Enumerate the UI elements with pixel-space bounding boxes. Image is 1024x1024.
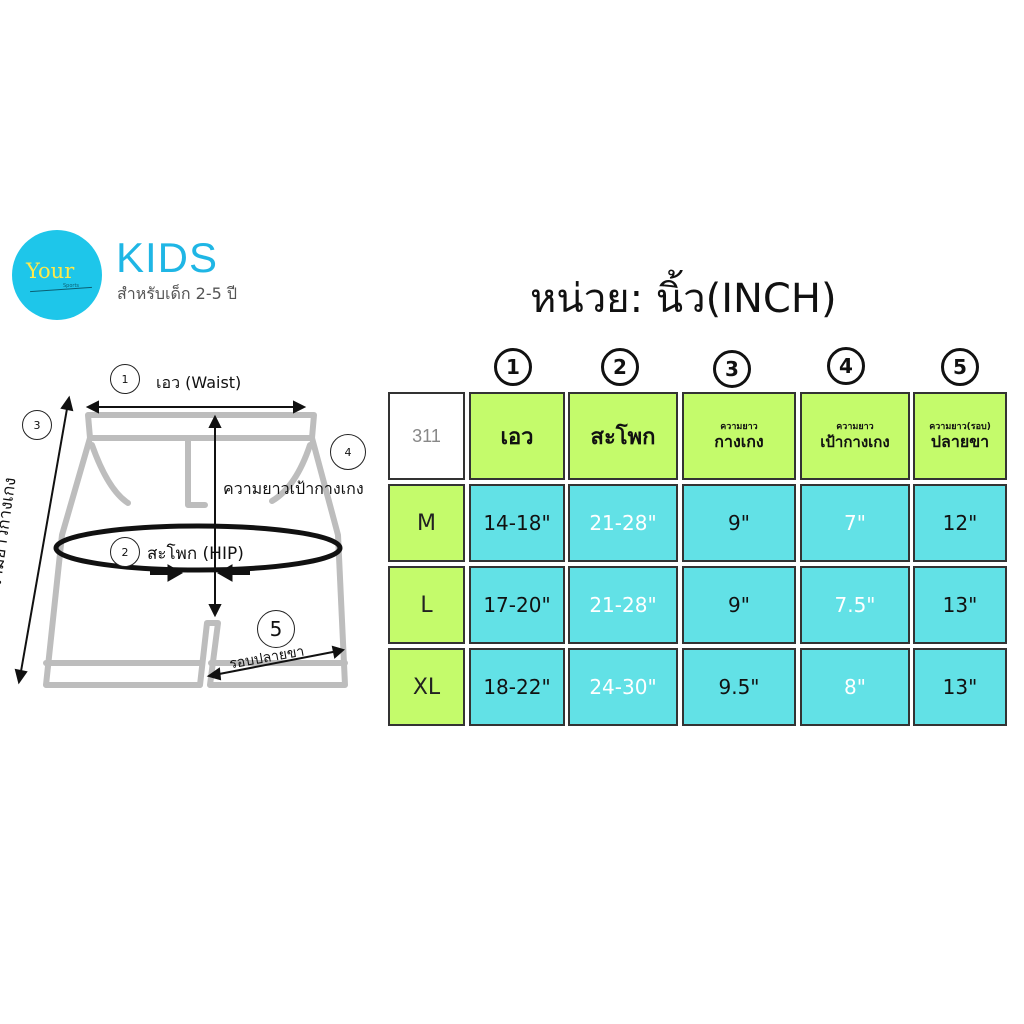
table-cell: 9"	[682, 566, 796, 644]
table-cell: 12"	[913, 484, 1007, 562]
column-number-2: 2	[601, 348, 639, 386]
table-cell: 24-30"	[568, 648, 678, 726]
header-leg-label: ปลายขา	[930, 431, 990, 451]
shorts-diagram	[14, 395, 348, 688]
cell-value: 13"	[942, 593, 978, 617]
brand-logo	[12, 230, 102, 320]
column-number-5: 5	[941, 348, 979, 386]
length-number-badge: 3	[22, 410, 52, 440]
cell-value: 14-18"	[483, 511, 551, 535]
waistband-outline	[85, 412, 317, 441]
column-number-3: 3	[713, 350, 751, 388]
table-cell: 7"	[800, 484, 910, 562]
header-leg-small: ความยาว(รอบ)	[929, 421, 991, 432]
length-arrow-top-icon	[60, 395, 74, 412]
cell-value: 7"	[844, 511, 866, 535]
shorts-outline	[43, 435, 348, 688]
header-waist-label: เอว	[500, 424, 534, 450]
size-label: M	[417, 510, 436, 536]
hip-arrow-right-icon	[167, 564, 184, 582]
cell-value: 9"	[728, 593, 750, 617]
table-cell: 8"	[800, 648, 910, 726]
hip-number-badge: 2	[110, 537, 140, 567]
cell-value: 21-28"	[589, 593, 657, 617]
cell-value: 13"	[942, 675, 978, 699]
hip-ellipse	[53, 523, 343, 573]
unit-heading: หน่วย: นิ้ว(INCH)	[530, 276, 837, 322]
header-length-label: กางเกง	[714, 431, 764, 451]
header-length-small: ความยาว	[720, 421, 758, 432]
rise-arrow-up-icon	[208, 414, 222, 428]
size-label: XL	[412, 674, 441, 700]
header-waist: เอว	[469, 392, 565, 480]
header-leg: ความยาว(รอบ) ปลายขา	[913, 392, 1007, 480]
logo-subtext: Sports	[63, 283, 80, 289]
hip-arrow-left-icon	[216, 564, 233, 582]
table-cell: 14-18"	[469, 484, 565, 562]
table-cell: 17-20"	[469, 566, 565, 644]
table-cell: 21-28"	[568, 566, 678, 644]
brand-subtitle: สำหรับเด็ก 2-5 ปี	[117, 284, 238, 303]
size-cell-l: L	[388, 566, 465, 644]
cell-value: 24-30"	[589, 675, 657, 699]
leg-arrow-right-icon	[331, 645, 346, 659]
size-cell-m: M	[388, 484, 465, 562]
column-number-4: 4	[827, 347, 865, 385]
table-cell: 9"	[682, 484, 796, 562]
brand-title: KIDS	[116, 234, 219, 281]
cell-value: 9.5"	[718, 675, 760, 699]
product-code: 311	[412, 425, 441, 446]
size-label: L	[420, 592, 433, 618]
size-cell-xl: XL	[388, 648, 465, 726]
leg-number-badge: 5	[257, 610, 295, 648]
header-rise: ความยาว เป้ากางเกง	[800, 392, 910, 480]
header-hip: สะโพก	[568, 392, 678, 480]
cell-value: 17-20"	[483, 593, 551, 617]
table-cell: 18-22"	[469, 648, 565, 726]
logo-text: Your	[26, 259, 75, 283]
leg-arrow-left-icon	[206, 667, 222, 681]
header-rise-label: เป้ากางเกง	[820, 432, 890, 451]
table-cell: 7.5"	[800, 566, 910, 644]
table-cell: 21-28"	[568, 484, 678, 562]
cell-value: 7.5"	[834, 593, 876, 617]
waist-label: เอว (Waist)	[156, 373, 242, 392]
waist-number-badge: 1	[110, 364, 140, 394]
product-code-cell: 311	[388, 392, 465, 480]
waist-arrow-right-icon	[293, 400, 307, 414]
length-arrow-bottom-icon	[14, 668, 28, 685]
cell-value: 21-28"	[589, 511, 657, 535]
rise-arrow-down-icon	[208, 604, 222, 618]
table-cell: 13"	[913, 566, 1007, 644]
cell-value: 8"	[844, 675, 866, 699]
table-cell: 9.5"	[682, 648, 796, 726]
waist-arrow-left-icon	[85, 400, 99, 414]
cell-value: 12"	[942, 511, 978, 535]
cell-value: 9"	[728, 511, 750, 535]
header-hip-label: สะโพก	[590, 424, 656, 450]
hip-label: สะโพก (HIP)	[147, 544, 244, 564]
header-rise-small: ความยาว	[836, 421, 874, 432]
table-cell: 13"	[913, 648, 1007, 726]
rise-number-badge: 4	[330, 434, 366, 470]
rise-label: ความยาวเป้ากางเกง	[223, 479, 364, 498]
header-length: ความยาว กางเกง	[682, 392, 796, 480]
column-number-1: 1	[494, 348, 532, 386]
cell-value: 18-22"	[483, 675, 551, 699]
